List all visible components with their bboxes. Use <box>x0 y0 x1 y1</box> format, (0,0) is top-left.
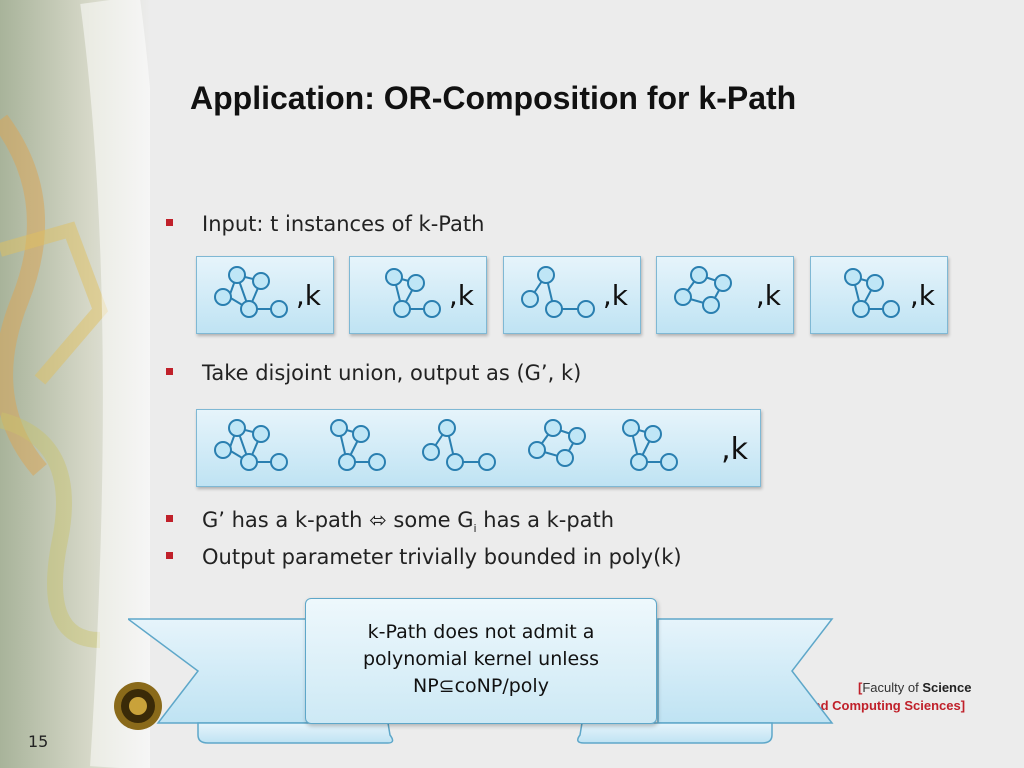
callout-line: polynomial kernel unless <box>362 648 599 670</box>
bullet-text-pre: G’ has a k-path <box>202 508 370 532</box>
ribbon-banner <box>128 618 834 744</box>
instance-k-label: ,k <box>909 279 935 312</box>
bullet-text-mid: some G <box>386 508 474 532</box>
bullet-input: Input: t instances of k-Path <box>166 212 484 236</box>
union-box: ,k <box>196 409 761 487</box>
instance-box: ,k <box>196 256 334 334</box>
bullet-equivalence: G’ has a k-path ⬄ some Gi has a k-path <box>166 508 614 535</box>
bullet-marker <box>166 218 173 226</box>
instance-k-label: ,k <box>755 279 781 312</box>
decorative-side-panel <box>0 0 150 768</box>
instance-box: ,k <box>503 256 641 334</box>
graph-diagram <box>385 268 441 318</box>
subscript-i: i <box>473 522 477 536</box>
faculty-label: [Faculty of Science <box>858 680 972 695</box>
theorem-callout: k-Path does not admit a polynomial kerne… <box>305 598 657 724</box>
instance-box: ,k <box>810 256 948 334</box>
bullet-text-post: has a k-path <box>476 508 615 532</box>
union-graph-diagram <box>214 419 678 471</box>
bullet-union: Take disjoint union, output as (G’, k) <box>166 361 581 385</box>
bullet-parameter: Output parameter trivially bounded in po… <box>166 545 682 569</box>
bullet-marker <box>166 367 173 375</box>
graph-diagram <box>844 268 900 318</box>
instance-k-label: ,k <box>295 279 321 312</box>
department-label: tion and Computing Sciences] <box>778 698 966 713</box>
instance-box: ,k <box>349 256 487 334</box>
graph-diagram <box>521 266 595 318</box>
equivalence-arrow-icon: ⬄ <box>369 508 387 532</box>
graph-diagram <box>214 266 288 318</box>
instance-box: ,k <box>656 256 794 334</box>
bullet-marker <box>166 551 173 559</box>
bullet-text: Input: t instances of k-Path <box>202 212 485 236</box>
graph-diagram <box>674 266 732 314</box>
callout-line: NP⊆coNP/poly <box>413 675 549 697</box>
callout-line: k-Path does not admit a <box>367 621 595 643</box>
bullet-text: Output parameter trivially bounded in po… <box>202 545 682 569</box>
union-k-label: ,k <box>721 432 748 467</box>
instance-k-label: ,k <box>448 279 474 312</box>
bullet-text: Take disjoint union, output as (G’, k) <box>202 361 582 385</box>
instance-k-label: ,k <box>602 279 628 312</box>
slide-title: Application: OR-Composition for k-Path <box>190 80 797 116</box>
page-number: 15 <box>28 732 49 751</box>
university-seal-icon <box>114 682 162 730</box>
bullet-marker <box>166 514 173 522</box>
